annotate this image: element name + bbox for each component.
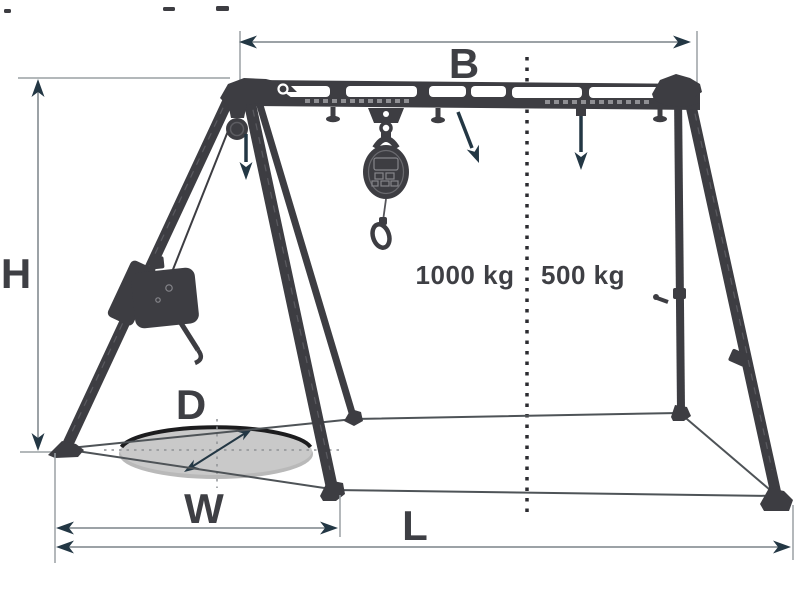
- apex-pulley: [226, 98, 248, 140]
- foot-rear-right: [671, 405, 691, 421]
- foot-front-left: [48, 441, 84, 458]
- top-edge-artifacts: [4, 6, 229, 13]
- arrowhead-right: [320, 521, 338, 535]
- snap-hook: [370, 222, 392, 250]
- leg-collar: [673, 288, 686, 299]
- label-capacity-left: 1000 kg: [415, 260, 515, 290]
- opening-rim: [119, 425, 313, 449]
- adjustment-pin: [656, 296, 669, 304]
- winch-rope: [171, 130, 229, 273]
- leg-winch: [107, 256, 204, 366]
- load-arrow-pulley: [239, 134, 253, 180]
- device-body: [363, 145, 409, 199]
- arrowhead-right: [673, 35, 691, 49]
- arrowhead-right: [773, 540, 791, 554]
- label-opening-diameter: D: [175, 381, 207, 428]
- fall-arrester: [363, 108, 409, 250]
- dimension-frame-width: [54, 453, 341, 563]
- arrowhead-up: [31, 79, 45, 97]
- shackle: [379, 121, 393, 135]
- label-capacity-right: 500 kg: [541, 260, 625, 290]
- rear-near-leg: [241, 88, 338, 490]
- label-height: H: [0, 250, 32, 297]
- beam-slots: [258, 86, 663, 98]
- arrowhead-left: [239, 35, 257, 49]
- rear-right-leg: [674, 93, 685, 411]
- dimension-height: [18, 77, 230, 453]
- label-beam-span: B: [448, 40, 480, 87]
- rear-far-leg: [252, 90, 357, 418]
- load-arrow-vertical: [574, 107, 588, 170]
- arrowhead-left: [56, 521, 74, 535]
- foot-rear-near: [320, 480, 345, 501]
- trolley-stubs: [326, 107, 667, 124]
- arrowhead-down: [31, 433, 45, 451]
- leg-clamp: [728, 348, 749, 367]
- right-a-frame: [653, 90, 793, 511]
- rope-curl: [277, 83, 289, 95]
- device-handle: [372, 136, 400, 150]
- crank-handle: [194, 348, 204, 366]
- load-arrow-slanted: [456, 111, 479, 163]
- trolley-beam: [220, 74, 702, 124]
- foot-front-right: [760, 488, 793, 511]
- label-overall-length: L: [402, 502, 428, 549]
- winch-crank: [176, 318, 201, 352]
- pulley-wheel: [226, 118, 248, 140]
- foot-rear-far: [344, 409, 363, 426]
- winch-body: [131, 267, 199, 329]
- right-apex-head: [652, 74, 702, 107]
- arrowhead-left: [56, 540, 74, 554]
- front-right-leg: [682, 90, 782, 496]
- dimension-overall-length: [56, 505, 794, 560]
- label-frame-width: W: [184, 485, 224, 532]
- manhole-opening: [104, 419, 340, 488]
